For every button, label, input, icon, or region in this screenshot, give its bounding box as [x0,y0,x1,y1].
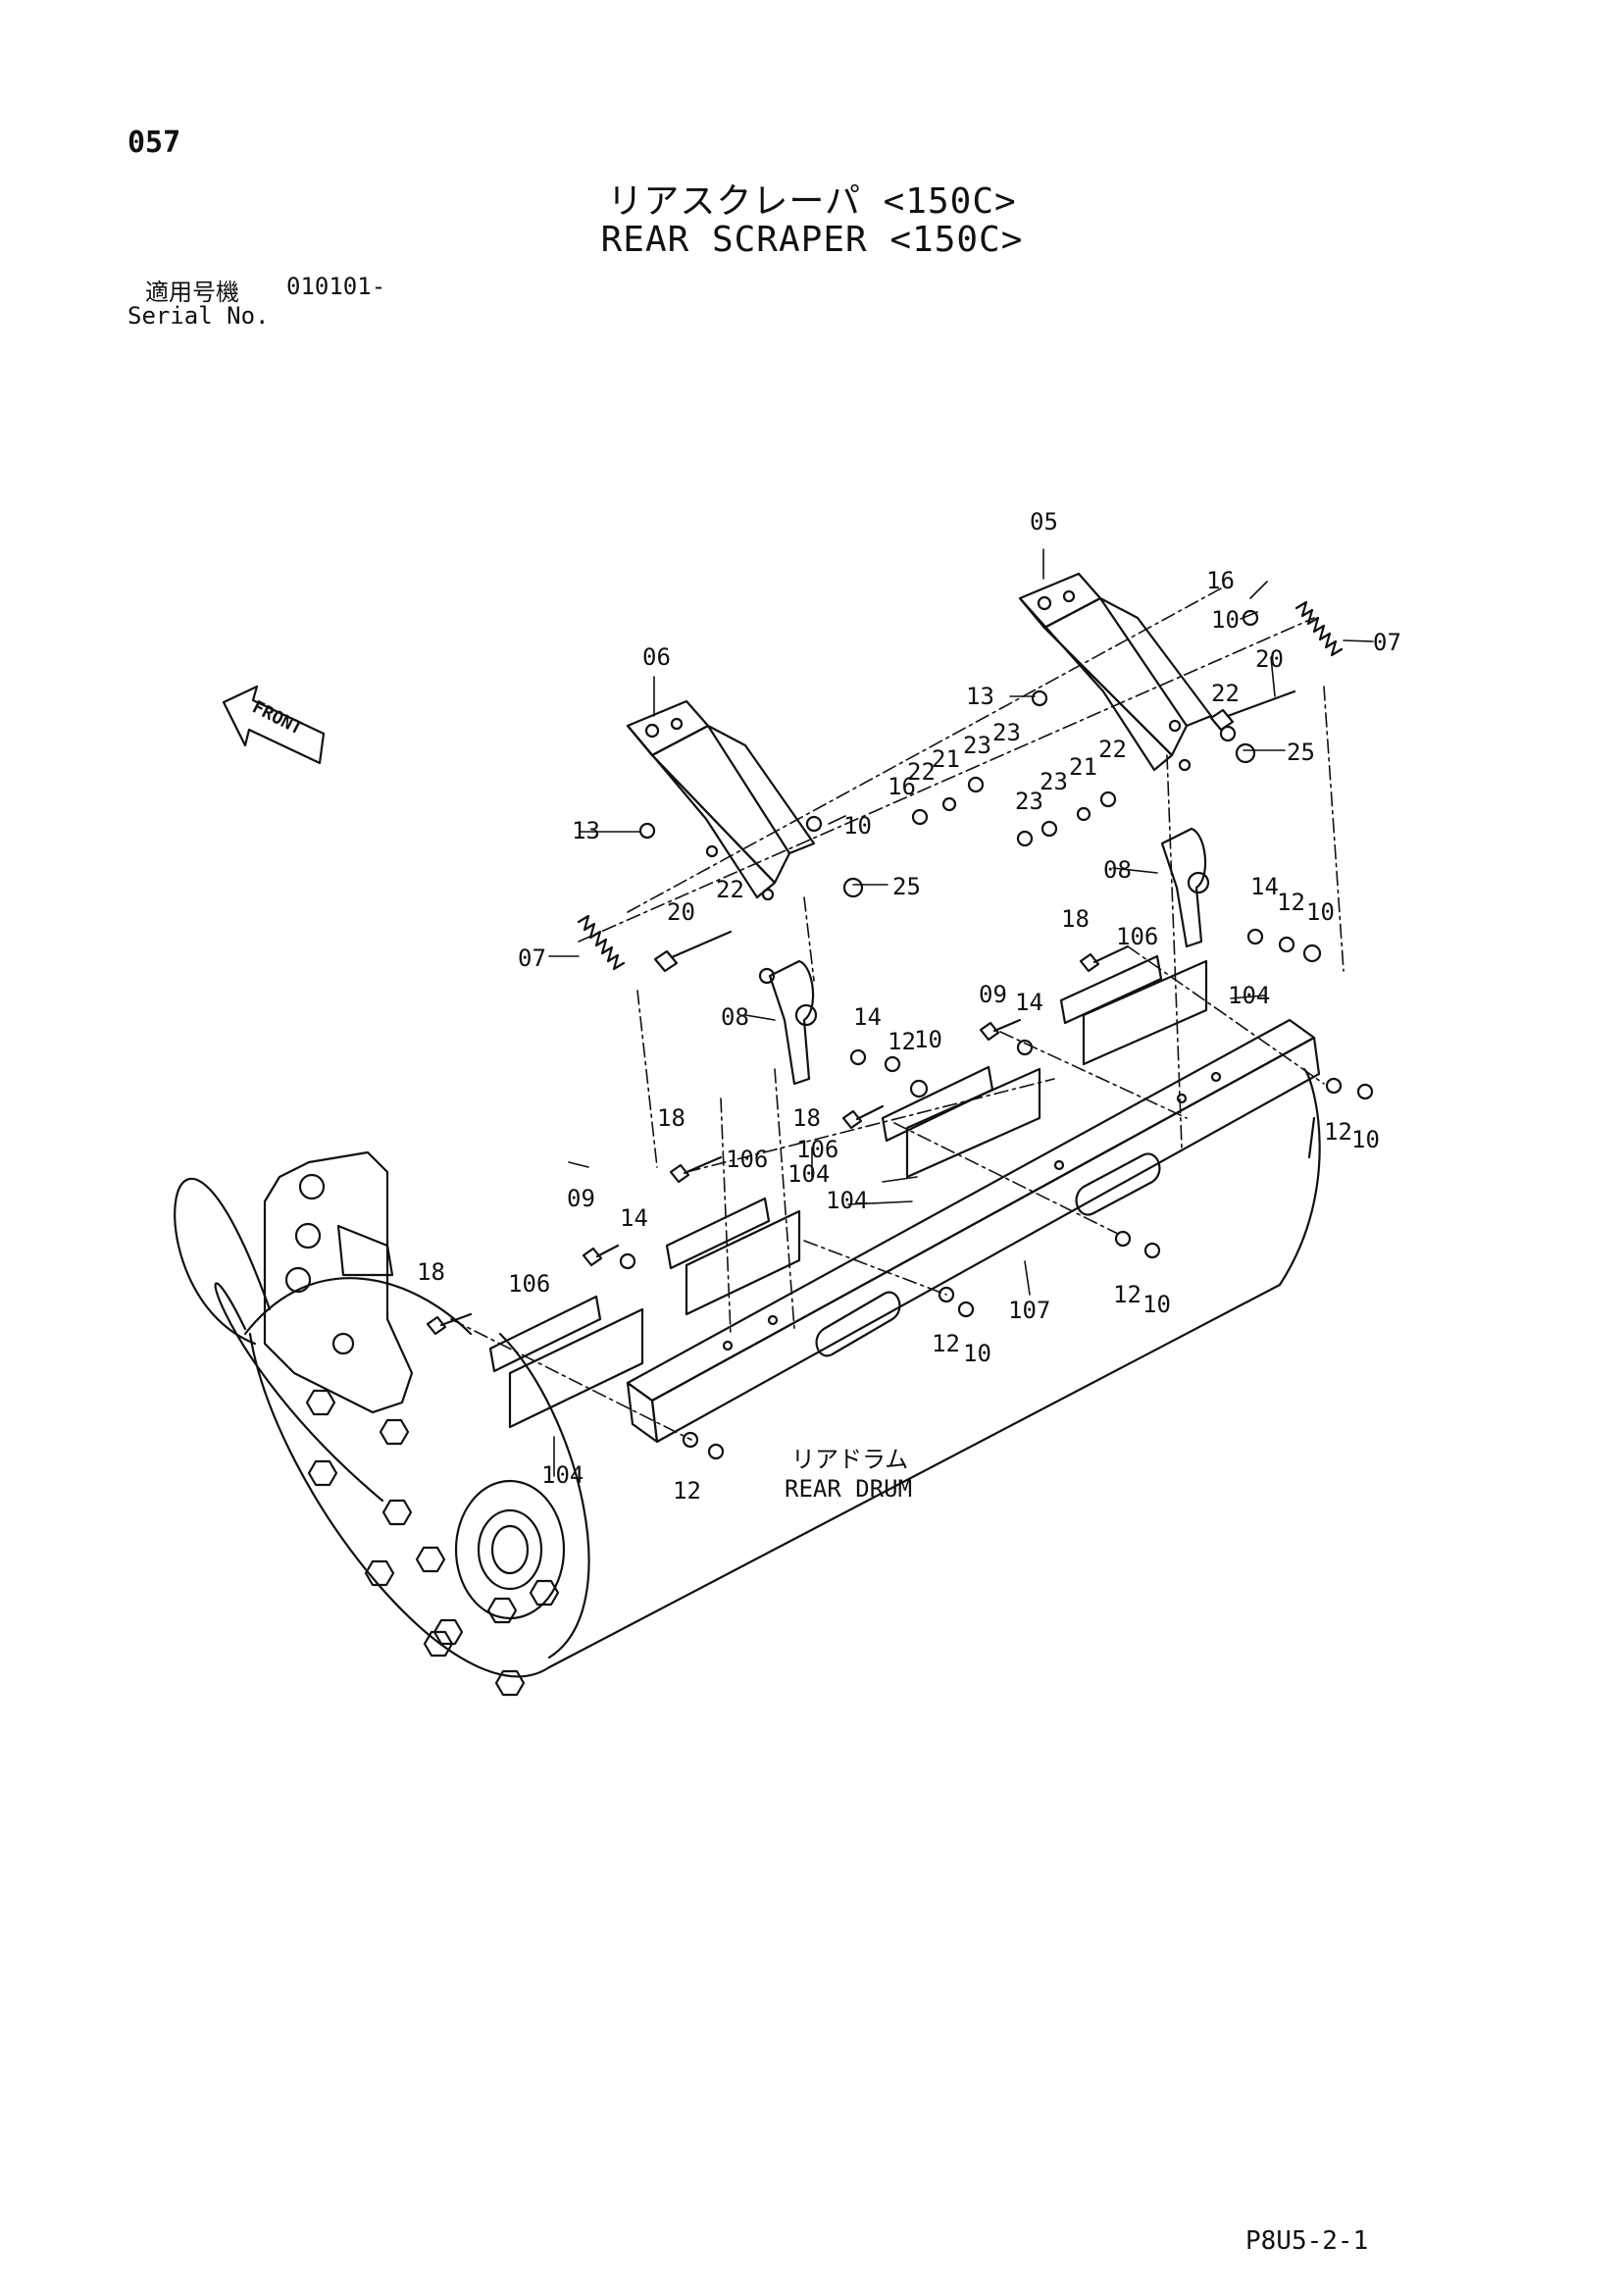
callout-12: 12 [888,1028,916,1055]
callout-21: 21 [932,745,960,773]
callout-10: 10 [1142,1291,1171,1318]
callout-20-left: 20 [667,898,695,926]
scraper-blade-center-right [881,1065,1041,1179]
callout-104: 104 [1228,982,1270,1009]
callout-23: 23 [1015,788,1043,815]
callout-16-right: 16 [1206,567,1235,594]
drum-end-plate [263,1150,566,1620]
leader-lines [548,548,1374,1477]
callout-23: 23 [992,719,1021,746]
callout-106: 106 [1116,923,1158,950]
callout-18: 18 [417,1258,445,1286]
callout-12: 12 [1277,889,1305,916]
washer-nut-icons [619,609,1374,1460]
callout-10: 10 [1211,606,1240,634]
scraper-blade-center-left [665,1197,801,1316]
callout-10: 10 [843,812,872,840]
callout-22: 22 [907,758,936,786]
callout-20-right: 20 [1255,645,1284,673]
serial-value: 010101- [286,273,386,300]
callout-09-left: 09 [567,1185,595,1212]
callout-104: 104 [787,1160,830,1188]
callout-07-left: 07 [518,944,546,972]
callout-13-right: 13 [966,683,994,710]
callout-12: 12 [1113,1281,1142,1308]
callout-05: 05 [1030,508,1058,536]
callout-23: 23 [1040,768,1068,795]
callout-25-right: 25 [1287,739,1315,766]
holder-right [1160,827,1210,948]
holder-left [768,959,818,1086]
front-arrow-icon [222,685,326,765]
callout-23: 23 [963,732,991,759]
callout-104: 104 [826,1187,868,1214]
title-english: REAR SCRAPER <150C> [600,220,1024,260]
callout-08-left: 08 [721,1003,749,1031]
callout-16-left: 16 [888,773,916,800]
bracket-right-arm [1018,572,1213,772]
title-japanese: リアスクレーパ <150C> [607,181,1017,222]
callout-106: 106 [508,1270,550,1298]
spring-left [577,914,626,971]
hex-bolt-icons [305,1389,560,1697]
scraper-blade-left [488,1295,644,1429]
bracket-left-arm [626,699,816,901]
callout-21: 21 [1069,753,1097,781]
callout-18: 18 [1061,905,1090,933]
callout-25-left: 25 [892,873,921,900]
scraper-beam [626,1018,1321,1444]
callout-106: 106 [796,1136,838,1163]
callout-13-left: 13 [572,817,600,844]
callout-12: 12 [1324,1118,1352,1146]
callout-18: 18 [657,1104,685,1132]
serial-label-english: Serial No. [127,302,270,330]
callout-18: 18 [792,1104,821,1132]
rear-drum-label-japanese: リアドラム [791,1446,908,1473]
scraper-blade-right [1059,954,1208,1066]
callout-22: 22 [1098,736,1127,763]
callout-10: 10 [914,1026,942,1053]
spring-right [1294,600,1344,657]
callout-07-right: 07 [1373,629,1401,656]
bolt-icons [426,689,1296,1336]
callout-22: 22 [716,876,744,903]
callout-08-right: 08 [1103,856,1132,884]
page-number: 057 [127,126,181,160]
callout-22: 22 [1211,680,1240,707]
callout-14: 14 [853,1003,882,1031]
serial-label-japanese: 適用号機 [145,279,239,306]
callout-104: 104 [541,1461,584,1489]
callout-12: 12 [932,1330,960,1357]
callout-107: 107 [1008,1297,1050,1324]
assembly-lines [450,587,1345,1441]
callout-numbers: 05 06 07 07 08 08 09 09 10 10 10 10 10 1… [417,508,1401,1505]
callout-09-center: 09 [979,981,1007,1008]
callout-14: 14 [1250,873,1279,900]
callout-14: 14 [620,1204,648,1232]
callout-10: 10 [1351,1126,1380,1153]
rear-drum-label-english: REAR DRUM [785,1475,912,1503]
page-code: P8U5-2-1 [1245,2226,1369,2256]
callout-12: 12 [673,1477,701,1505]
callout-06: 06 [642,643,671,671]
callout-10: 10 [1306,898,1335,926]
callout-106: 106 [726,1146,768,1173]
callout-10: 10 [963,1340,991,1367]
callout-14: 14 [1015,989,1043,1016]
rear-drum-shape [174,1067,1321,1678]
